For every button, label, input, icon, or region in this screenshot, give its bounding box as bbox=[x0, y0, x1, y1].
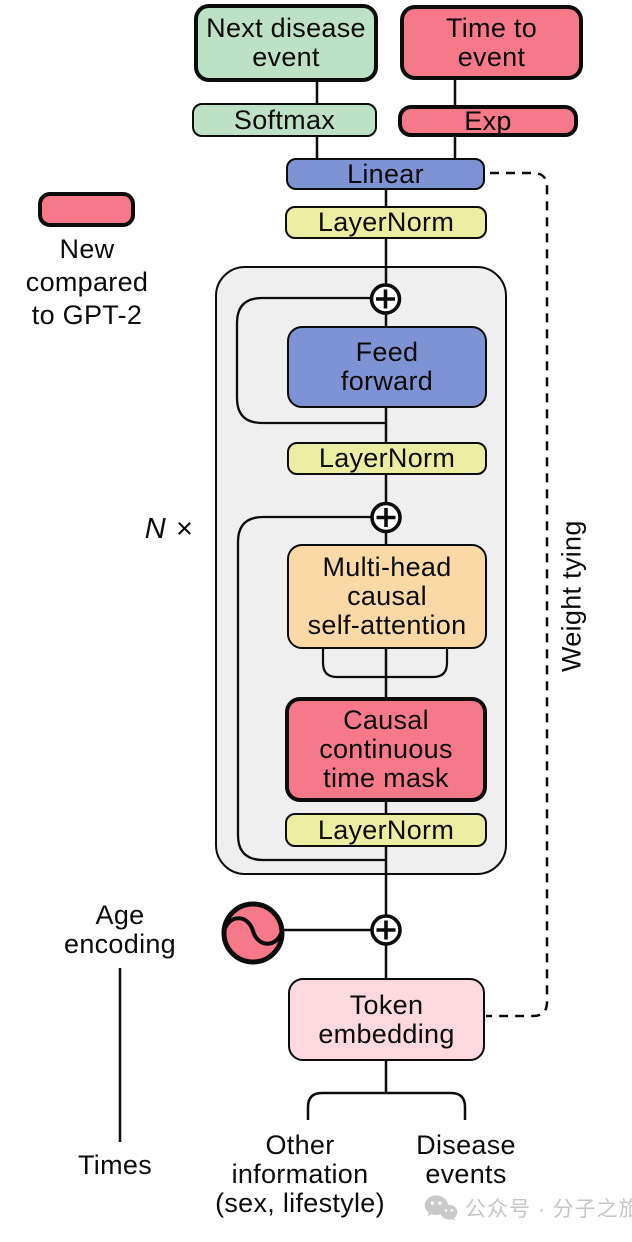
causal-continuous-time-mask-box: Causal continuous time mask bbox=[285, 697, 487, 802]
multi-head-causal-self-attention-box: Multi-head causal self-attention bbox=[287, 544, 487, 649]
token-embedding-box: Token embedding bbox=[288, 978, 485, 1061]
box-label-line: Causal bbox=[343, 705, 429, 735]
box-label-line: Multi-head bbox=[322, 552, 452, 582]
disease-events-label: Disease events bbox=[396, 1131, 536, 1189]
box-label-line: Next disease bbox=[206, 13, 366, 43]
layernorm-bottom-box: LayerNorm bbox=[285, 813, 487, 847]
box-label-line: continuous bbox=[319, 734, 453, 764]
box-label-line: self-attention bbox=[307, 610, 467, 640]
legend-label-line: compared bbox=[25, 267, 149, 297]
box-label: LayerNorm bbox=[317, 207, 455, 237]
watermark-text: 公众号 · 分子之旅 bbox=[465, 1198, 632, 1221]
times-label: Times bbox=[40, 1151, 190, 1180]
age-encoding-label: Age encoding bbox=[45, 901, 195, 959]
box-label: LayerNorm bbox=[317, 814, 455, 845]
plus-icon bbox=[376, 508, 396, 527]
box-label-line: embedding bbox=[318, 1018, 455, 1049]
add-icon bbox=[370, 914, 402, 946]
box-label-line: Token bbox=[349, 989, 424, 1020]
add-icon bbox=[370, 501, 402, 534]
input-split-bracket bbox=[306, 1091, 467, 1120]
box-label-line: causal bbox=[347, 581, 427, 611]
weight-tying-label: Weight tying bbox=[549, 512, 595, 680]
other-information-line: (sex, lifestyle) bbox=[215, 1188, 385, 1218]
other-information-label: Other information (sex, lifestyle) bbox=[212, 1131, 388, 1218]
layernorm-mid-box: LayerNorm bbox=[287, 442, 487, 475]
plus-icon bbox=[376, 920, 396, 940]
plus-icon bbox=[376, 289, 395, 309]
legend-label: New compared to GPT-2 bbox=[0, 233, 174, 332]
box-label: Softmax bbox=[233, 104, 336, 135]
age-encoding-line: encoding bbox=[64, 929, 176, 959]
other-information-line: information bbox=[231, 1159, 369, 1189]
weight-tying-dashed-line bbox=[486, 171, 549, 1018]
solid-connectors bbox=[118, 80, 467, 1142]
box-label: Exp bbox=[464, 105, 512, 136]
skip-connection-attention bbox=[236, 515, 386, 862]
add-icon bbox=[369, 283, 402, 315]
feed-forward-box: Feed forward bbox=[287, 326, 487, 408]
times-symbol: × bbox=[176, 513, 194, 545]
attention-qkv-loop bbox=[321, 649, 449, 679]
disease-events-line: Disease bbox=[416, 1130, 516, 1160]
box-label-line: Time to bbox=[445, 12, 538, 43]
box-label-line: event bbox=[457, 41, 526, 72]
box-label-line: Feed bbox=[355, 337, 419, 367]
time-to-event-box: Time to event bbox=[400, 5, 583, 80]
other-information-line: Other bbox=[265, 1130, 335, 1160]
box-label-line: time mask bbox=[323, 763, 449, 793]
box-label-line: forward bbox=[340, 366, 434, 396]
layernorm-top-box: LayerNorm bbox=[285, 206, 487, 239]
linear-box: Linear bbox=[286, 158, 485, 190]
age-encoding-icon bbox=[221, 901, 285, 965]
sine-wave-icon bbox=[222, 916, 284, 946]
softmax-box: Softmax bbox=[192, 103, 377, 137]
watermark: 公众号 · 分子之旅 bbox=[424, 1193, 632, 1223]
weight-tying-text: Weight tying bbox=[556, 520, 587, 672]
wechat-icon bbox=[424, 1195, 458, 1221]
legend-label-line: to GPT-2 bbox=[31, 300, 143, 330]
repeat-n: N bbox=[144, 513, 166, 545]
age-encoding-line: Age bbox=[95, 900, 145, 930]
times-text: Times bbox=[78, 1150, 152, 1180]
skip-connection-feedforward bbox=[235, 296, 386, 425]
legend-new-swatch bbox=[38, 192, 135, 227]
box-label: LayerNorm bbox=[318, 443, 456, 473]
repeat-n-times-label: N× bbox=[134, 515, 204, 544]
next-disease-event-box: Next disease event bbox=[194, 4, 378, 82]
box-label-line: event bbox=[252, 42, 320, 72]
exp-box: Exp bbox=[398, 105, 578, 137]
disease-events-line: events bbox=[425, 1159, 507, 1189]
legend-label-line: New bbox=[59, 234, 115, 264]
box-label: Linear bbox=[347, 158, 424, 189]
